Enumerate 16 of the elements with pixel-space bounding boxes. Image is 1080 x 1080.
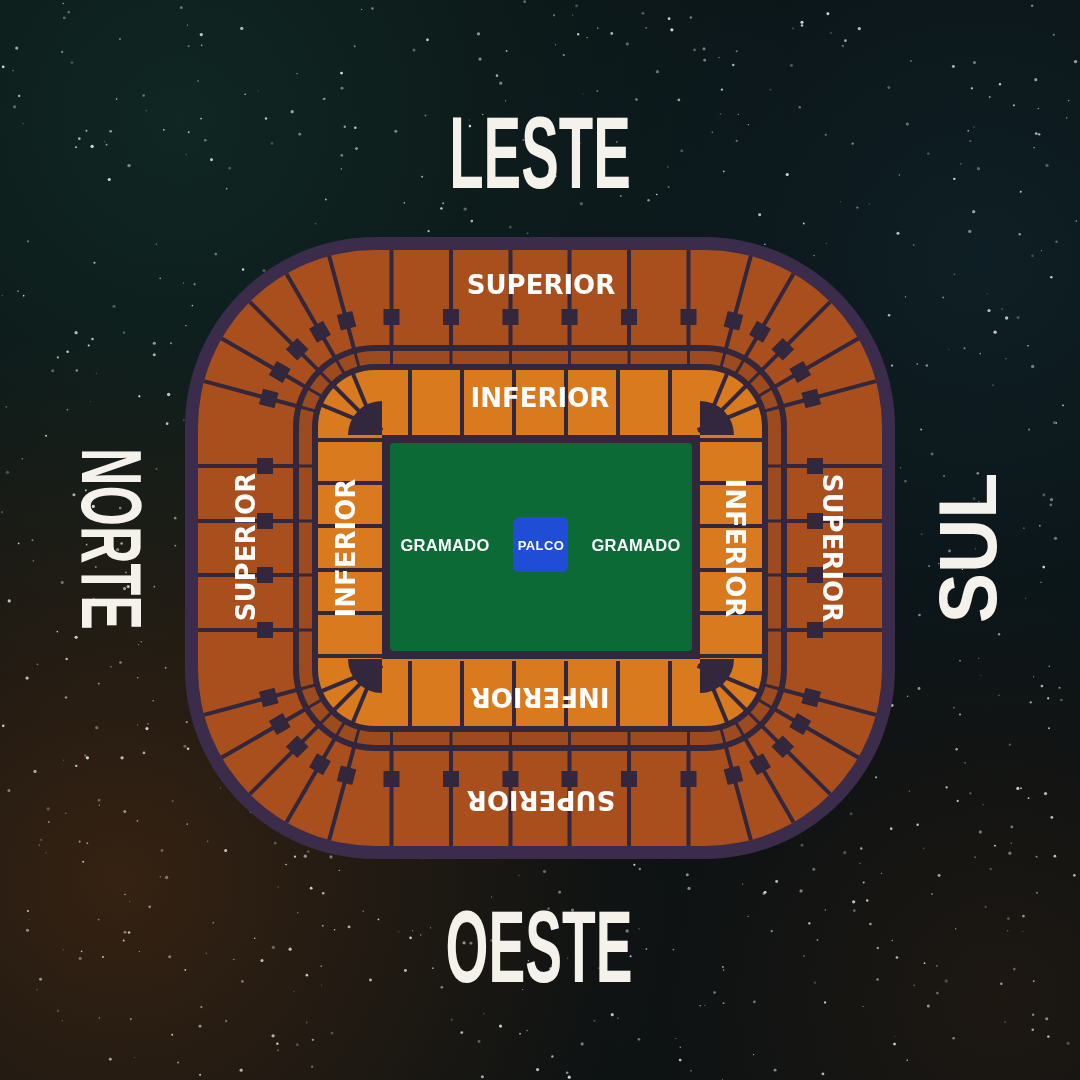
compass-label: SUL <box>935 472 1001 624</box>
tier-label: SUPERIOR <box>466 272 616 298</box>
tier-label: INFERIOR <box>470 684 610 710</box>
pitch-field <box>390 443 692 651</box>
compass-label: OESTE <box>445 905 633 989</box>
compass-label: LESTE <box>449 111 631 195</box>
pitch-label: GRAMADO <box>400 536 490 554</box>
stage-label: PALCO <box>517 538 565 552</box>
tier-label: SUPERIOR <box>466 787 616 813</box>
tier-label: SUPERIOR <box>819 473 845 623</box>
pitch-label: GRAMADO <box>591 536 681 554</box>
tier-label: SUPERIOR <box>233 472 259 622</box>
tier-label: INFERIOR <box>722 478 748 618</box>
compass-label: NORTE <box>77 448 145 630</box>
stage-area <box>513 517 568 572</box>
tier-label: INFERIOR <box>333 478 359 618</box>
